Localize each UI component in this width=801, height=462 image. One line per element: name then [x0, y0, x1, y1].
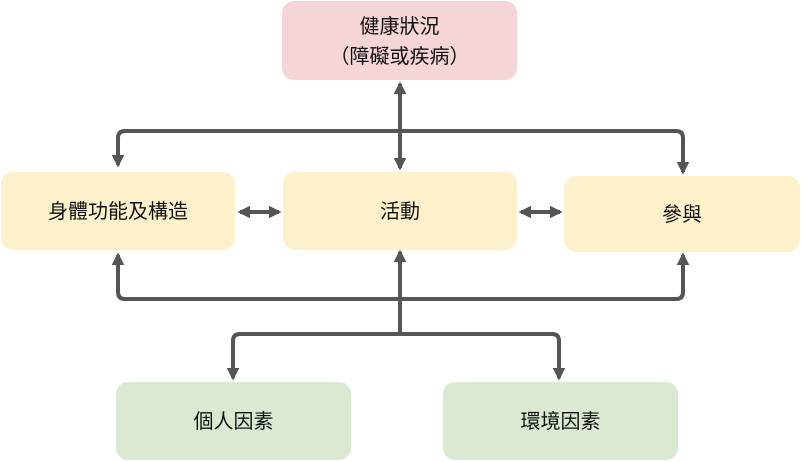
node-personal-factors: 個人因素 [116, 382, 351, 460]
node-participation: 參與 [564, 176, 800, 252]
arrow-bottom-bus-body [111, 252, 400, 301]
node-activity: 活動 [283, 172, 517, 250]
node-body-functions: 身體功能及構造 [1, 172, 235, 250]
arrow-context-personal [226, 332, 400, 381]
node-body-label: 身體功能及構造 [48, 199, 188, 223]
node-personal-label: 個人因素 [193, 409, 274, 433]
arrow-top-bus-body [111, 129, 400, 168]
node-activity-label: 活動 [380, 199, 420, 223]
node-environmental-label: 環境因素 [520, 409, 601, 433]
arrow-top-bus-participation [400, 129, 690, 175]
node-health-title: 健康狀況 [359, 13, 440, 38]
arrow-context-environmental [400, 332, 566, 381]
arrow-bottom-bus-participation [400, 252, 690, 301]
node-environmental-factors: 環境因素 [443, 382, 678, 460]
node-health-subtitle: （障礙或疾病） [329, 43, 470, 68]
node-participation-label: 參與 [662, 202, 702, 226]
node-health-condition: 健康狀況 （障礙或疾病） [282, 1, 517, 80]
